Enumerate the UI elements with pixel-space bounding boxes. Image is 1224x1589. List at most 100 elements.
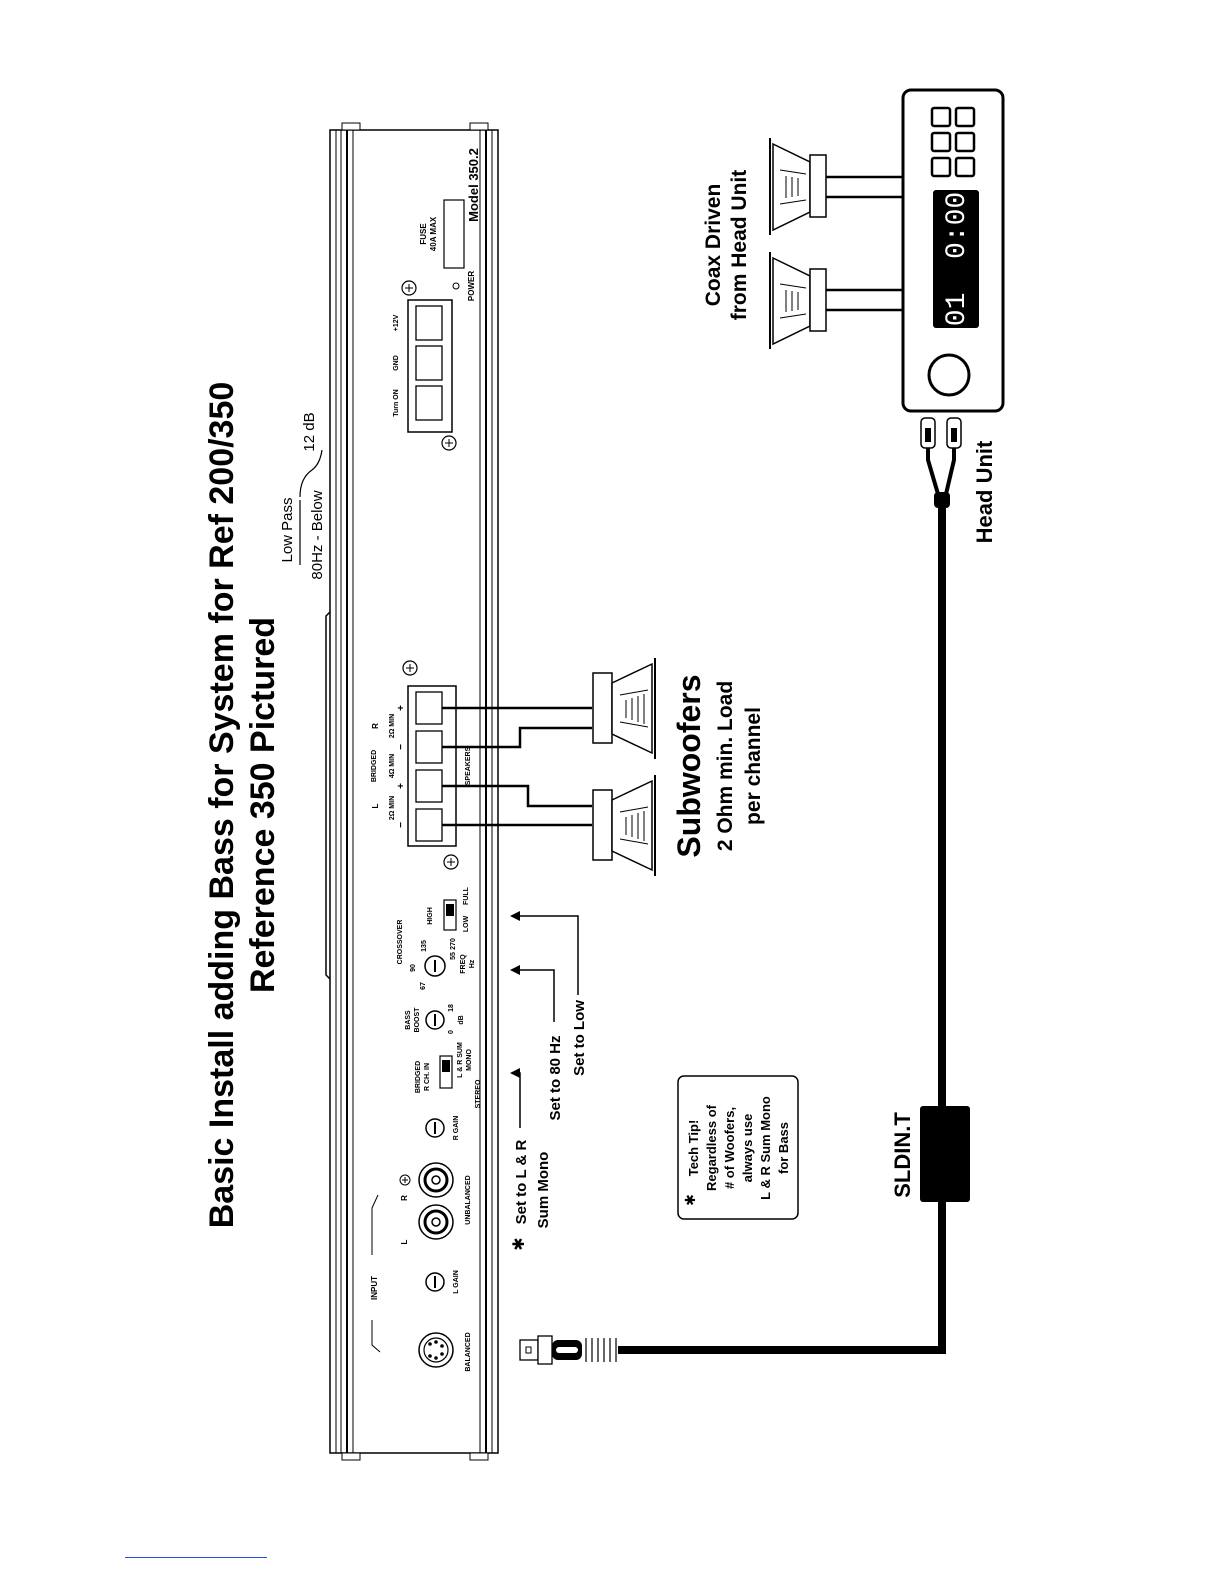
- tech-tip-line1: Tech Tip!: [686, 1120, 701, 1177]
- coax-line1: Coax Driven: [702, 184, 725, 307]
- title-line1: Basic Install adding Bass for System for…: [203, 382, 241, 1229]
- footer-rule: [125, 1557, 267, 1558]
- preset-buttons: [930, 106, 976, 178]
- crossover-label: CROSSOVER: [397, 920, 404, 965]
- crossover-hz-label: Hz: [469, 959, 476, 968]
- crossover-value-55: 55: [450, 952, 457, 960]
- terminal-turn-on: Turn ON: [393, 389, 400, 416]
- fuse-rating: 40A MAX: [429, 216, 438, 251]
- coax-wiring: [826, 175, 903, 312]
- mode-mono-label: MONO: [466, 1049, 473, 1071]
- mode-bridged-label: BRIDGED: [415, 1061, 422, 1093]
- low-pass-label: Low Pass: [279, 497, 296, 562]
- subwoofers-line2: per channel: [742, 707, 765, 825]
- subwoofer-wiring: [442, 706, 592, 827]
- sldin-cable: SLDIN.T Head Unit: [519, 417, 997, 1365]
- speaker-left-label: L: [371, 803, 380, 808]
- mode-lrsum-label: L & R SUM: [457, 1042, 464, 1078]
- crossover-value-135: 135: [421, 940, 428, 952]
- bass-boost-min: 0: [448, 1030, 455, 1034]
- balanced-input: BALANCED: [418, 1332, 472, 1372]
- callout-sum-mono-line2: Sum Mono: [535, 1152, 552, 1229]
- volume-knob: [927, 353, 971, 397]
- callout-set-low: Set to Low: [571, 1000, 588, 1076]
- r-gain-label: R GAIN: [453, 1116, 460, 1141]
- head-unit-display-text: 01 0:00: [942, 192, 973, 326]
- speaker-polarity-1: −: [396, 822, 407, 828]
- crossover-controls: CROSSOVER HIGH LOW FULL 55 67 90 135 270…: [397, 886, 476, 990]
- rca-right-label: R: [400, 1195, 409, 1201]
- rca-inputs: R L UNBALANCED INPUT: [370, 1162, 472, 1353]
- crossover-value-90: 90: [410, 964, 417, 972]
- amplifier: Model 350.2 FUSE 40A MAX POWER Turn ON G…: [325, 122, 499, 1461]
- switch-full-label: FULL: [463, 886, 470, 905]
- speaker-right-label: R: [371, 723, 380, 729]
- coax-caption: Coax Driven from Head Unit: [702, 170, 751, 321]
- coax-speaker-1: [769, 138, 827, 235]
- subwoofer-caption: Subwoofers 2 Ohm min. Load per channel: [671, 674, 765, 857]
- terminal-gnd: GND: [393, 355, 400, 371]
- crossover-value-270: 270: [450, 938, 457, 950]
- crossover-freq-label: FREQ: [460, 954, 467, 974]
- bass-boost-label1: BASS: [405, 1010, 412, 1030]
- subwoofer-1: [592, 658, 656, 759]
- head-unit-display: [933, 190, 979, 328]
- speaker-left-min: 2Ω MIN: [389, 796, 396, 820]
- coax-speaker-2: [769, 252, 827, 349]
- settings-callouts: Set to Low Set to 80 Hz ✱ Set to L & R S…: [510, 911, 588, 1251]
- bass-boost-control: BASS BOOST 0 18 dB: [405, 1004, 465, 1034]
- subwoofers-line1: 2 Ohm min. Load: [714, 681, 737, 851]
- model-label: Model 350.2: [466, 148, 481, 222]
- l-gain-label: L GAIN: [453, 1270, 460, 1294]
- power-label: POWER: [467, 271, 476, 301]
- switch-high-label: HIGH: [427, 907, 434, 925]
- terminal-12v: +12V: [393, 314, 400, 331]
- callout-set-80hz: Set to 80 Hz: [547, 1035, 564, 1120]
- crossover-note: Low Pass 80Hz - Below 12 dB: [279, 412, 326, 579]
- balanced-label: BALANCED: [465, 1332, 472, 1371]
- input-label: INPUT: [370, 1276, 379, 1300]
- sldin-module: [920, 1106, 970, 1202]
- speaker-right-min: 2Ω MIN: [389, 714, 396, 738]
- tech-tip-line6: for Bass: [776, 1122, 791, 1174]
- mode-switch-control: BRIDGED R CH. IN L & R SUM MONO STEREO: [415, 1042, 482, 1108]
- subwoofer-2: [592, 775, 656, 876]
- sldin-label: SLDIN.T: [890, 1112, 915, 1198]
- coax-line2: from Head Unit: [728, 170, 751, 321]
- speaker-polarity-2: +: [396, 783, 407, 789]
- speakers-label: SPEAKERS: [465, 746, 472, 785]
- tech-tip-star-icon: ✱: [682, 1194, 698, 1206]
- tech-tip-line4: always use: [740, 1114, 755, 1183]
- tech-tip-line2: Regardless of: [704, 1104, 719, 1191]
- title-line2: Reference 350 Pictured: [244, 617, 282, 993]
- speaker-polarity-4: +: [396, 705, 407, 711]
- power-led: [452, 282, 460, 290]
- unbalanced-label: UNBALANCED: [465, 1175, 472, 1224]
- subwoofers-title: Subwoofers: [671, 674, 707, 857]
- title-block: Basic Install adding Bass for System for…: [203, 382, 282, 1229]
- callout-sum-mono-line1: Set to L & R: [513, 1139, 530, 1224]
- tech-tip-box: ✱ Tech Tip! Regardless of # of Woofers, …: [677, 1075, 799, 1220]
- r-gain-control: R GAIN: [425, 1116, 460, 1141]
- bass-boost-label2: BOOST: [414, 1007, 421, 1033]
- speaker-bridged-min: 4Ω MIN: [389, 754, 396, 778]
- tech-tip-line3: # of Woofers,: [722, 1107, 737, 1189]
- head-unit: 01 0:00: [901, 88, 1005, 413]
- low-pass-freq: 80Hz - Below: [309, 490, 326, 579]
- fuse-label: FUSE: [419, 223, 428, 245]
- mode-rchin-label: R CH. IN: [424, 1063, 431, 1091]
- speaker-terminal-block: − + − + 2Ω MIN 4Ω MIN 2Ω MIN L BRIDGED R…: [371, 660, 472, 870]
- tech-tip-line5: L & R Sum Mono: [758, 1096, 773, 1200]
- slope-label: 12 dB: [301, 412, 318, 451]
- speaker-polarity-3: −: [396, 744, 407, 750]
- bass-boost-max: 18: [448, 1004, 455, 1012]
- fuse-holder: [443, 199, 465, 269]
- rca-left-label: L: [400, 1239, 409, 1244]
- power-terminal-block: Turn ON GND +12V: [393, 280, 457, 451]
- crossover-value-67: 67: [420, 982, 427, 990]
- bass-boost-unit: dB: [458, 1015, 465, 1024]
- speaker-bridged-label: BRIDGED: [371, 750, 378, 782]
- head-unit-label: Head Unit: [972, 440, 997, 543]
